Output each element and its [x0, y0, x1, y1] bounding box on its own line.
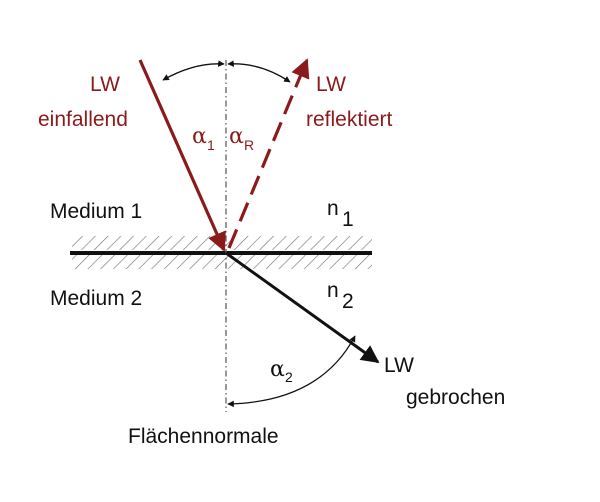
medium1-label: Medium 1 — [50, 200, 142, 223]
incident-label-text: einfallend — [38, 108, 128, 131]
reflected-label-text: reflektiert — [306, 108, 393, 131]
alpha2-symbol: α — [270, 357, 285, 382]
refracted-label-lw: LW — [384, 354, 414, 377]
refracted-label-text: gebrochen — [406, 386, 505, 409]
reflected-label-lw: LW — [316, 73, 346, 96]
alpha1-subscript: 1 — [207, 137, 215, 153]
alphaR-subscript: R — [244, 137, 254, 153]
refracted-ray — [225, 251, 380, 364]
medium2-label: Medium 2 — [50, 287, 142, 310]
alpha1-symbol: α — [192, 124, 207, 149]
angle-arc-alphaR — [227, 60, 291, 83]
incident-ray — [138, 59, 226, 252]
n2-symbol: n — [327, 279, 339, 302]
alphaR-symbol: α — [229, 124, 244, 149]
angle-arc-alpha1 — [162, 60, 225, 81]
incident-label-lw: LW — [90, 73, 120, 96]
normal-label: Flächennormale — [128, 425, 279, 448]
alpha2-subscript: 2 — [285, 369, 293, 385]
reflected-ray — [227, 58, 310, 249]
hatch-lower — [72, 255, 372, 269]
n1-subscript: 1 — [342, 208, 354, 231]
n2-subscript: 2 — [342, 290, 354, 313]
n1-symbol: n — [327, 197, 339, 220]
angle-arc-alpha2 — [227, 335, 356, 408]
